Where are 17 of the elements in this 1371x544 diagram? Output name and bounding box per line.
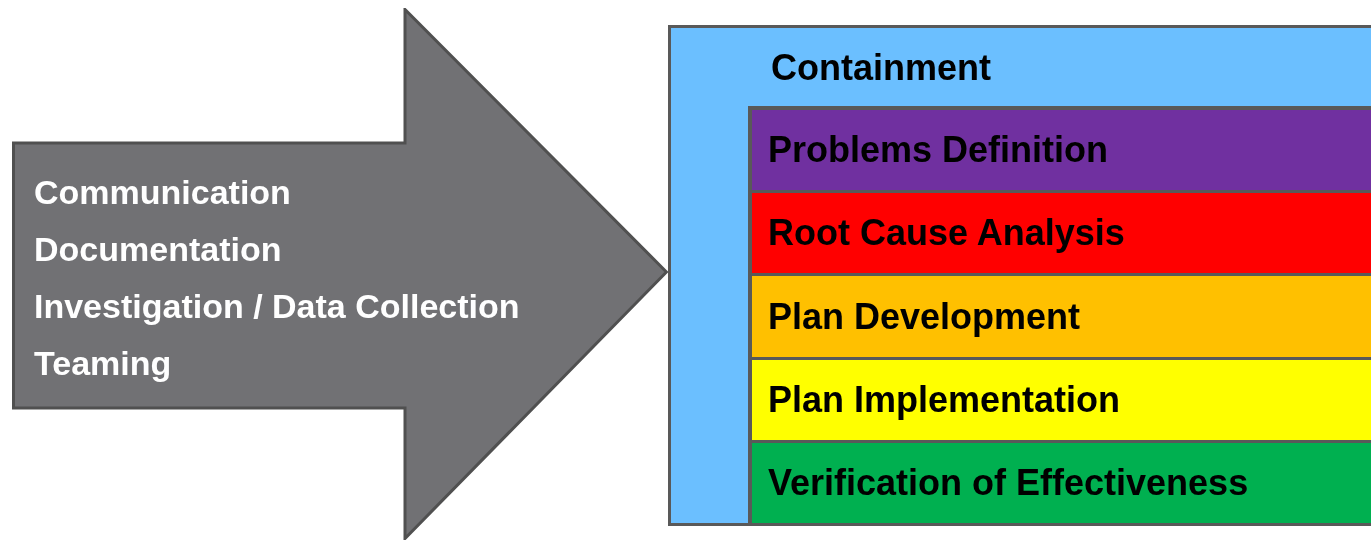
step-label: Root Cause Analysis [768, 211, 1125, 256]
arrow-text: Teaming [34, 343, 173, 384]
step-band [752, 110, 1371, 191]
step-label: Problems Definition [768, 128, 1109, 173]
box-heading: Containment [771, 46, 991, 90]
arrow-text: Investigation / Data Collection [34, 286, 520, 327]
step-band [752, 193, 1371, 274]
block-arrow [12, 8, 668, 540]
arrow-text: Communication [34, 172, 292, 213]
step-label: Plan Implementation [768, 377, 1121, 422]
step-label: Verification of Effectiveness [768, 460, 1249, 505]
containment-box [668, 25, 1371, 526]
step-band [752, 276, 1371, 357]
step-band [752, 359, 1371, 440]
arrow-text: Documentation [34, 229, 283, 270]
step-band [752, 442, 1371, 523]
step-label: Plan Development [768, 294, 1081, 339]
